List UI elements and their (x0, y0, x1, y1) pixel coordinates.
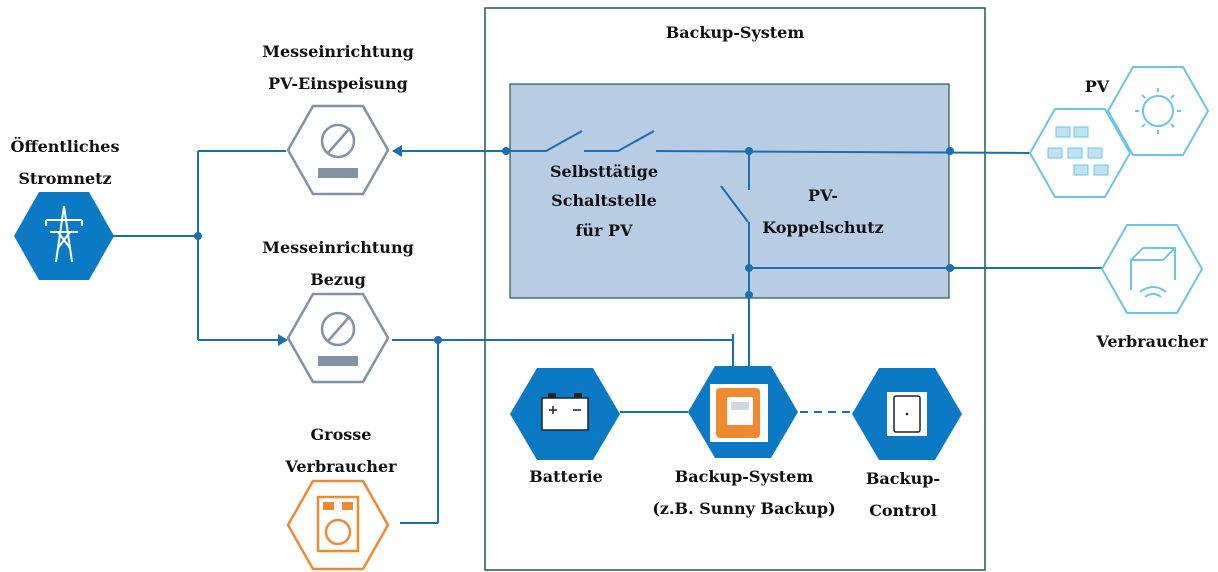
sun-icon (1135, 88, 1181, 134)
consumer-label: Verbraucher (1095, 332, 1208, 351)
arrow-to-draw-meter (278, 334, 288, 346)
electricity-meter-icon (318, 123, 358, 178)
pv-protection-label-2: Koppelschutz (762, 218, 883, 237)
tablet-icon (887, 392, 927, 436)
switch-label-1: Selbsttätige (550, 162, 658, 181)
large-consumer-label-1: Grosse (311, 425, 372, 444)
meter-feed-label-2: PV-Einspeisung (268, 74, 408, 93)
pv-label: PV (1085, 77, 1110, 96)
wiring (112, 130, 1102, 524)
sun-hexagon (1106, 66, 1210, 156)
power-pylon-icon (45, 205, 83, 263)
switch-label-3: für PV (576, 221, 634, 240)
battery-hexagon (510, 368, 620, 460)
backup-control-label-2: Control (869, 501, 937, 520)
meter-draw-label-1: Messeinrichtung (262, 238, 414, 257)
battery-label: Batterie (529, 467, 603, 486)
sunny-backup-inverter-icon (710, 384, 768, 442)
grid-label-1: Öffentliches (11, 136, 120, 156)
large-consumer-label-2: Verbraucher (284, 457, 397, 476)
grid-label-2: Stromnetz (18, 169, 111, 188)
switch-label-2: Schaltstelle (551, 191, 657, 210)
house-wifi-icon (1130, 247, 1176, 298)
pv-protection-label-1: PV- (808, 186, 838, 205)
battery-icon (541, 393, 589, 431)
switching-block (509, 83, 950, 299)
backup-system-title: Backup-System (666, 23, 805, 42)
meter-feed-label-1: Messeinrichtung (262, 42, 414, 61)
meter-draw-label-2: Bezug (310, 270, 366, 289)
large-consumer-hexagon (286, 479, 390, 571)
meter-draw-hexagon (286, 292, 390, 384)
backup-inverter-hexagon (688, 366, 798, 458)
solar-panels-icon (1047, 126, 1109, 176)
backup-system-label-1: Backup-System (675, 467, 814, 486)
meter-feed-hexagon (286, 104, 390, 196)
washing-machine-icon (316, 495, 360, 553)
junction-dots (194, 147, 954, 344)
grid-hexagon (14, 192, 114, 280)
pv-panels-hexagon (1028, 108, 1132, 198)
arrow-to-feed-meter (392, 145, 402, 157)
consumer-hexagon (1100, 224, 1204, 314)
backup-control-hexagon (852, 368, 962, 460)
backup-system-label-2: (z.B. Sunny Backup) (652, 499, 835, 518)
electricity-meter-icon (318, 311, 358, 366)
backup-control-label-1: Backup- (866, 469, 940, 488)
